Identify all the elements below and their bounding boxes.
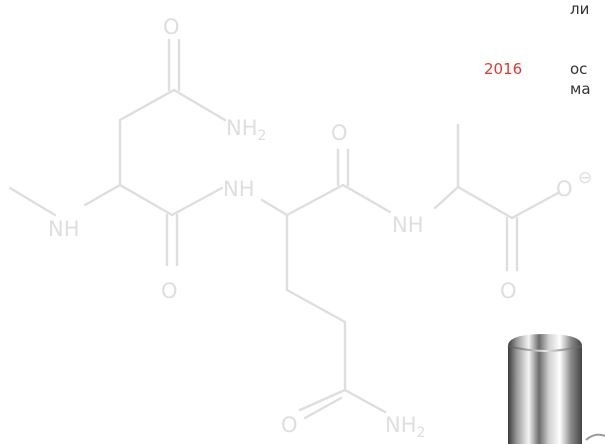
bond bbox=[83, 183, 122, 207]
atom-o-bottom: O bbox=[281, 413, 298, 437]
bond bbox=[341, 183, 392, 214]
atom-o-lower-left: O bbox=[161, 279, 178, 303]
bond bbox=[118, 183, 174, 217]
bond bbox=[303, 396, 343, 420]
bond bbox=[510, 191, 560, 220]
timeline-year: 2016 bbox=[484, 60, 523, 78]
atom-o-lower-right: O bbox=[500, 279, 517, 303]
bond bbox=[172, 88, 227, 122]
bond bbox=[285, 183, 345, 217]
charge-symbol: ⊖ bbox=[578, 168, 592, 188]
bond bbox=[8, 186, 57, 217]
atom-nh2-bottom: NH2 bbox=[385, 413, 425, 441]
timeline-top-fragment: ли bbox=[570, 0, 590, 18]
atom-nh-right: NH bbox=[392, 213, 424, 237]
atom-o-top: O bbox=[163, 15, 180, 39]
atom-nh2-top: NH2 bbox=[226, 116, 266, 144]
bond bbox=[343, 388, 387, 414]
metal-cylinder-image bbox=[507, 332, 605, 444]
atom-nh-mid: NH bbox=[223, 177, 255, 201]
atom-o-carboxyl: O bbox=[556, 177, 573, 201]
bond bbox=[433, 185, 460, 210]
atom-o-middle: O bbox=[331, 121, 348, 145]
bond bbox=[456, 185, 514, 220]
bond bbox=[298, 388, 347, 412]
bond bbox=[118, 88, 176, 122]
timeline-entry-line1: ос bbox=[570, 60, 588, 78]
bond bbox=[170, 186, 224, 217]
timeline-entry-line2: ма bbox=[570, 80, 591, 98]
atom-nh-left: NH bbox=[48, 217, 80, 241]
bond bbox=[285, 288, 347, 324]
bond bbox=[260, 198, 289, 217]
